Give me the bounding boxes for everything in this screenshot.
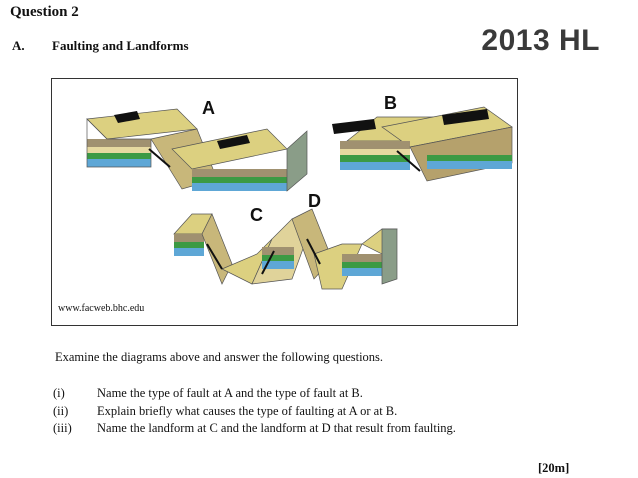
section-letter: A.: [12, 38, 25, 53]
label-d: D: [308, 191, 321, 211]
label-c: C: [250, 205, 263, 225]
marks-allocation: [20m]: [538, 461, 570, 475]
diagram-b: B: [332, 93, 513, 182]
label-a: A: [202, 98, 215, 118]
question-number: (i): [53, 386, 65, 400]
question-text: Explain briefly what causes the type of …: [97, 404, 398, 418]
question-number: (ii): [53, 404, 69, 418]
question-title: Question 2: [10, 4, 79, 20]
question-number: (iii): [53, 421, 72, 435]
diagram-a: A: [86, 98, 308, 192]
question-text: Name the type of fault at A and the type…: [97, 386, 363, 400]
label-b: B: [384, 93, 397, 113]
exam-year-badge: 2013 HL: [481, 24, 600, 57]
diagram-cd: C D: [173, 191, 398, 290]
question-text: Name the landform at C and the landform …: [97, 421, 456, 435]
fault-diagram-figure: A B: [51, 78, 518, 326]
instructions-text: Examine the diagrams above and answer th…: [55, 350, 384, 364]
fault-diagram: A B: [86, 93, 513, 290]
figure-credit: www.facweb.bhc.edu: [58, 303, 145, 314]
section-title: Faulting and Landforms: [52, 38, 189, 53]
